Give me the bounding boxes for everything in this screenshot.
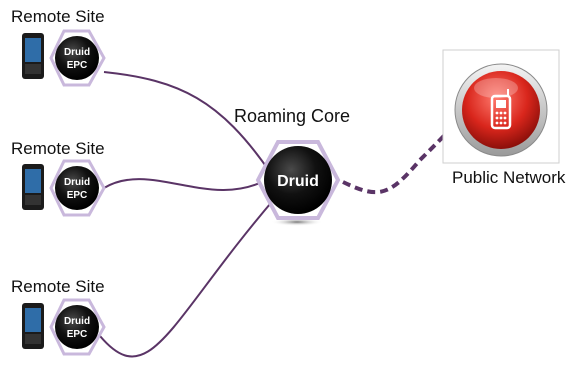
node-line2: EPC (67, 60, 88, 71)
link-core-to-public-network (342, 116, 462, 195)
remote-site-node-2: Druid EPC (22, 159, 106, 217)
remote-site-label-2: Remote Site (11, 139, 105, 158)
node-line2: EPC (67, 329, 88, 340)
node-line2: EPC (67, 190, 88, 201)
smartphone-icon (22, 303, 44, 349)
link-site-2-to-core (103, 178, 267, 191)
remote-site-node-1: Druid EPC (22, 29, 106, 87)
core-node-label: Druid (277, 173, 319, 190)
link-site-1-to-core (103, 71, 271, 173)
node-line1: Druid (64, 47, 90, 58)
smartphone-icon (22, 164, 44, 210)
roaming-core-label: Roaming Core (234, 106, 351, 126)
public-network-node (442, 49, 560, 164)
public-network-label: Public Network (452, 168, 566, 187)
node-line1: Druid (64, 316, 90, 327)
mobile-phone-icon (490, 89, 512, 130)
remote-site-label-1: Remote Site (11, 7, 105, 26)
node-line1: Druid (64, 177, 90, 188)
remote-site-node-3: Druid EPC (22, 298, 106, 356)
roaming-core-node: Druid (255, 140, 341, 226)
link-site-3-to-core (99, 196, 277, 358)
remote-site-label-3: Remote Site (11, 277, 105, 296)
smartphone-icon (22, 33, 44, 79)
